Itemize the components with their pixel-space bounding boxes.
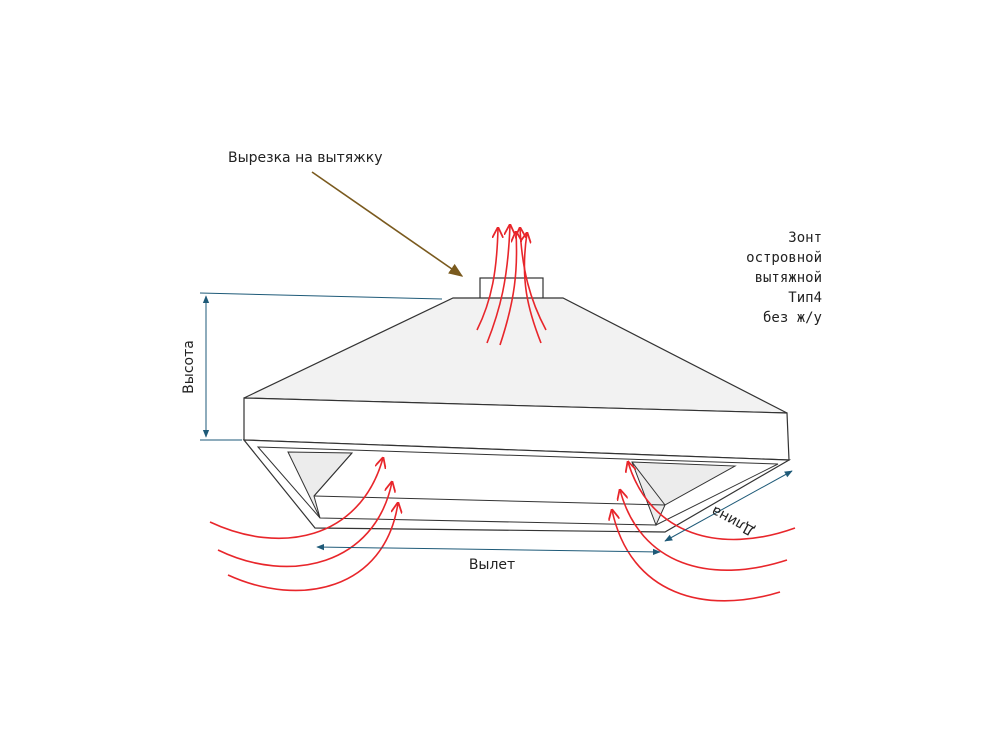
airflow-arrow — [620, 490, 788, 571]
airflow-arrow — [476, 228, 498, 331]
length-dimension — [664, 470, 793, 542]
cutout-label: Вырезка на вытяжку — [228, 150, 383, 166]
description-line: Тип4 — [788, 290, 822, 306]
overhang-label: Вылет — [469, 557, 515, 573]
airflow-arrow — [486, 225, 510, 344]
airflow-exhaust — [476, 225, 547, 346]
airflow-arrow — [217, 482, 392, 568]
airflow-arrow — [612, 510, 781, 602]
airflow-arrow — [227, 503, 398, 592]
description-line: Зонт — [788, 230, 822, 246]
airflow-intake-left — [209, 458, 398, 592]
hood-description: Зонт островной вытяжной Тип4 без ж/у — [662, 228, 822, 328]
airflow-arrow — [499, 232, 517, 346]
overhang-dimension — [316, 543, 661, 556]
height-label: Высота — [181, 340, 197, 394]
height-dimension — [199, 292, 443, 441]
cutout-pointer — [311, 171, 464, 277]
description-line: вытяжной — [754, 270, 822, 286]
airflow-arrow — [524, 233, 542, 344]
airflow-arrow — [209, 458, 383, 540]
description-line: без ж/у — [762, 310, 822, 326]
length-label: Длина — [709, 503, 758, 539]
description-line: островной — [746, 250, 822, 266]
